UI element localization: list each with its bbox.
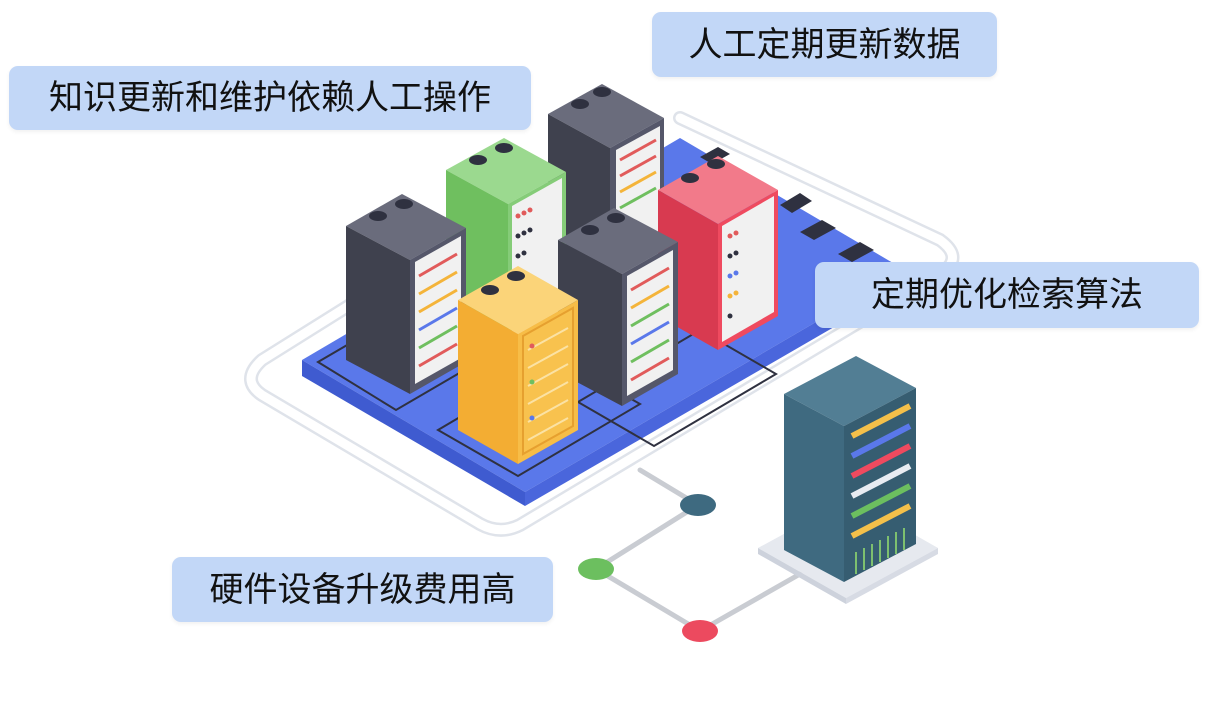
server-teal-standalone (758, 356, 938, 604)
outer-track (244, 111, 960, 537)
server-dark-left (346, 194, 466, 394)
callout-manual-maintenance: 知识更新和维护依赖人工操作 (9, 66, 531, 130)
network-nodes (578, 494, 718, 642)
callout-manual-update: 人工定期更新数据 (652, 12, 997, 77)
callout-hardware-cost: 硬件设备升级费用高 (172, 557, 553, 622)
node-red (682, 620, 718, 642)
callout-optimize-retrieval: 定期优化检索算法 (815, 262, 1199, 328)
server-yellow (458, 266, 578, 464)
node-teal (680, 494, 716, 516)
node-green (578, 558, 614, 580)
